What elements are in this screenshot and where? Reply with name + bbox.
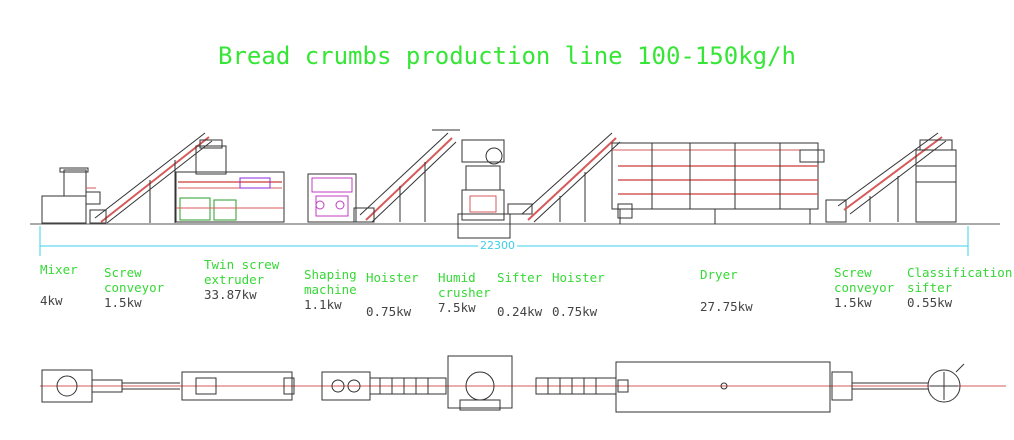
machine-power: 0.55kw bbox=[907, 295, 953, 310]
machine-label-hoister-1: Hoister 0.75kw bbox=[366, 270, 419, 319]
machine-power: 1.5kw bbox=[104, 295, 142, 310]
machine-name: Mixer bbox=[40, 262, 78, 277]
machine-name: Twin screw extruder bbox=[204, 257, 280, 287]
machine-name: Sifter bbox=[497, 270, 543, 285]
twin-screw-extruder-side-view bbox=[175, 139, 285, 223]
machine-power: 1.1kw bbox=[304, 297, 342, 312]
shaping-machine-side-view bbox=[307, 173, 357, 223]
machine-label-screw-conveyor-2: Screw conveyor 1.5kw bbox=[834, 265, 904, 310]
hoister-1-side-view bbox=[353, 129, 460, 223]
machine-name: Dryer bbox=[700, 267, 738, 282]
machine-name: Hoister bbox=[366, 270, 419, 285]
plan-view-drawing bbox=[40, 355, 1006, 413]
machine-name: Classification sifter bbox=[907, 265, 1013, 295]
machine-label-dryer: Dryer 27.75kw bbox=[700, 267, 753, 314]
humid-crusher-side-view bbox=[457, 139, 511, 239]
dryer-side-view bbox=[611, 142, 825, 224]
machine-label-classification-sifter: Classification sifter 0.55kw bbox=[907, 265, 1013, 310]
hoister-2-side-view bbox=[507, 132, 621, 223]
machine-label-shaping-machine: Shaping machine 1.1kw bbox=[304, 267, 364, 312]
machine-label-twin-screw-extruder: Twin screw extruder 33.87kw bbox=[204, 257, 284, 302]
diagram-title: Bread crumbs production line 100-150kg/h bbox=[218, 42, 796, 70]
machine-power: 33.87kw bbox=[204, 287, 257, 302]
machine-name: Humid crusher bbox=[438, 270, 491, 300]
machine-power: 7.5kw bbox=[438, 300, 476, 315]
machine-name: Shaping machine bbox=[304, 267, 357, 297]
classification-sifter-side-view bbox=[915, 139, 957, 223]
machine-power: 4kw bbox=[40, 293, 63, 308]
overall-length-label: 22300 bbox=[478, 239, 517, 252]
machine-power: 0.75kw bbox=[366, 304, 412, 319]
mixer-side-view bbox=[41, 167, 101, 224]
machine-power: 0.75kw bbox=[552, 304, 598, 319]
machine-label-humid-crusher: Humid crusher 7.5kw bbox=[438, 270, 498, 315]
machine-label-screw-conveyor-1: Screw conveyor 1.5kw bbox=[104, 265, 174, 310]
screw-conveyor-2-side-view bbox=[825, 132, 947, 223]
machine-power: 1.5kw bbox=[834, 295, 872, 310]
machine-label-mixer: Mixer 4kw bbox=[40, 262, 78, 308]
screw-conveyor-1-side-view bbox=[89, 132, 213, 224]
machine-power: 27.75kw bbox=[700, 299, 753, 314]
machine-power: 0.24kw bbox=[497, 304, 543, 319]
machine-label-sifter: Sifter 0.24kw bbox=[497, 270, 542, 319]
machine-name: Screw conveyor bbox=[104, 265, 165, 295]
machine-label-hoister-2: Hoister 0.75kw bbox=[552, 270, 605, 319]
machine-name: Hoister bbox=[552, 270, 605, 285]
machine-name: Screw conveyor bbox=[834, 265, 895, 295]
